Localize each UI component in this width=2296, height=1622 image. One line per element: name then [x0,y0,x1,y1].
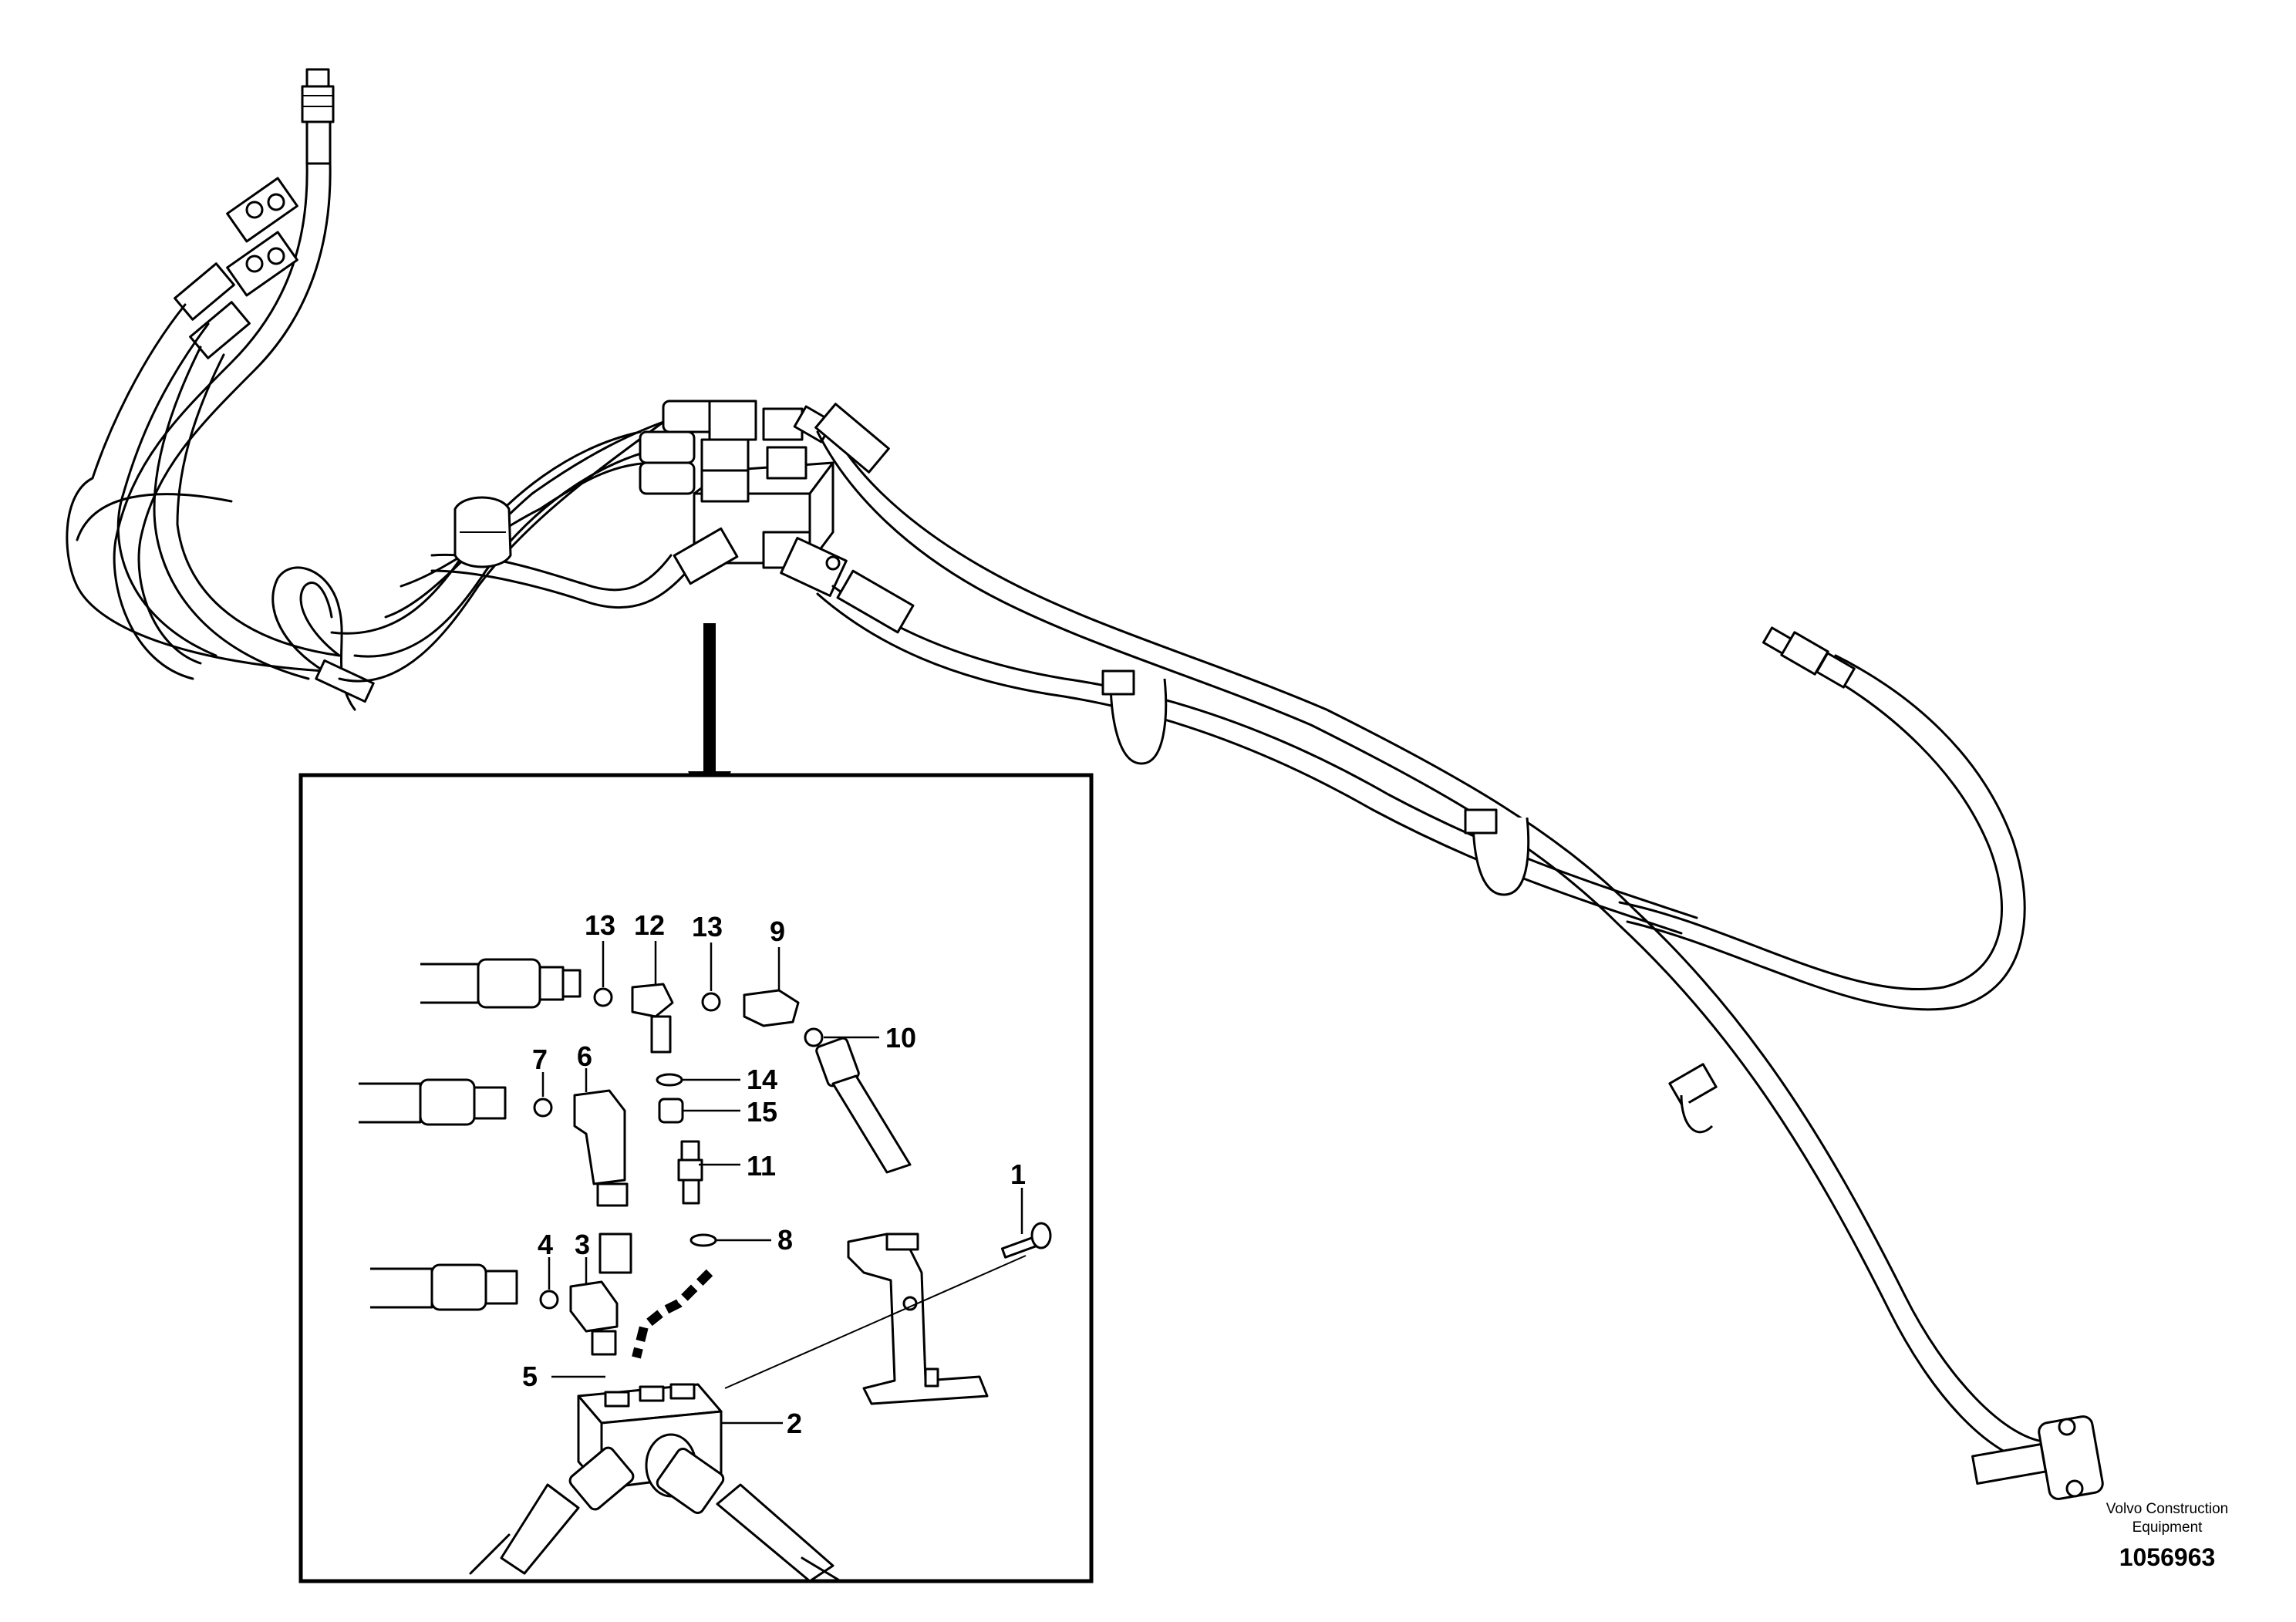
o-ring-4 [539,1290,559,1310]
drawing-footer: Volvo Construction Equipment 1056963 [2106,1501,2228,1571]
callout-10: 10 [885,1022,916,1054]
valve-block-2 [469,1383,842,1583]
elbow-3 [569,1280,619,1333]
detail-bottom-hose [370,1263,619,1356]
detail-top-hose [420,958,912,1174]
bolt-1 [1000,1222,1052,1259]
tee-fitting-12 [631,983,674,1018]
callout-2: 2 [787,1408,802,1439]
o-ring-13a [593,987,613,1007]
o-ring-7 [533,1098,553,1118]
callout-1: 1 [1010,1158,1026,1190]
detail-middle-hose [359,1078,632,1274]
callout-8: 8 [777,1224,793,1256]
bolt-alignment-line [724,1255,1027,1389]
callout-9: 9 [770,916,785,947]
fitting-6-lower [598,1233,632,1274]
callout-11: 11 [747,1150,776,1182]
callout-15: 15 [747,1096,777,1128]
assembly-path-dashed [632,1269,713,1359]
valve-block-overview [639,400,848,597]
detail-view: 1 2 3 4 5 6 7 8 9 10 11 12 13 13 14 15 [298,773,1094,1583]
o-ring-13b [701,992,721,1012]
adapter-11-top [680,1140,700,1162]
hose-clamp-left [453,496,512,568]
callout-14: 14 [747,1064,777,1095]
company-line-2: Equipment [2132,1519,2203,1536]
hose-clamp-right [1464,808,1530,896]
callout-5: 5 [522,1361,538,1392]
adapter-11 [677,1158,703,1182]
hose-clamp-middle [1101,669,1168,765]
hose-assembly-overview [66,68,2104,1500]
left-flange-fittings [174,177,298,359]
detail-pointer-arrow [688,623,731,818]
washer-8 [689,1233,717,1247]
bottom-right-flange [1971,1415,2104,1500]
callout-13a: 13 [585,909,615,941]
nut-15 [658,1098,684,1124]
mounting-bracket [847,1233,989,1405]
company-line-1: Volvo Construction [2106,1501,2228,1517]
callout-4: 4 [538,1229,553,1260]
drawing-number: 1056963 [2119,1543,2216,1571]
washer-14 [656,1073,683,1087]
hose-clamp-lower [1668,1063,1718,1134]
callout-7: 7 [532,1044,548,1075]
callout-6: 6 [577,1040,592,1072]
callout-12: 12 [634,909,665,941]
elbow-6 [573,1089,626,1185]
callout-13b: 13 [692,911,723,943]
right-coupling [1762,626,1856,689]
top-hose-fitting [301,68,335,165]
callout-3: 3 [575,1229,590,1260]
o-ring-10 [804,1027,824,1047]
